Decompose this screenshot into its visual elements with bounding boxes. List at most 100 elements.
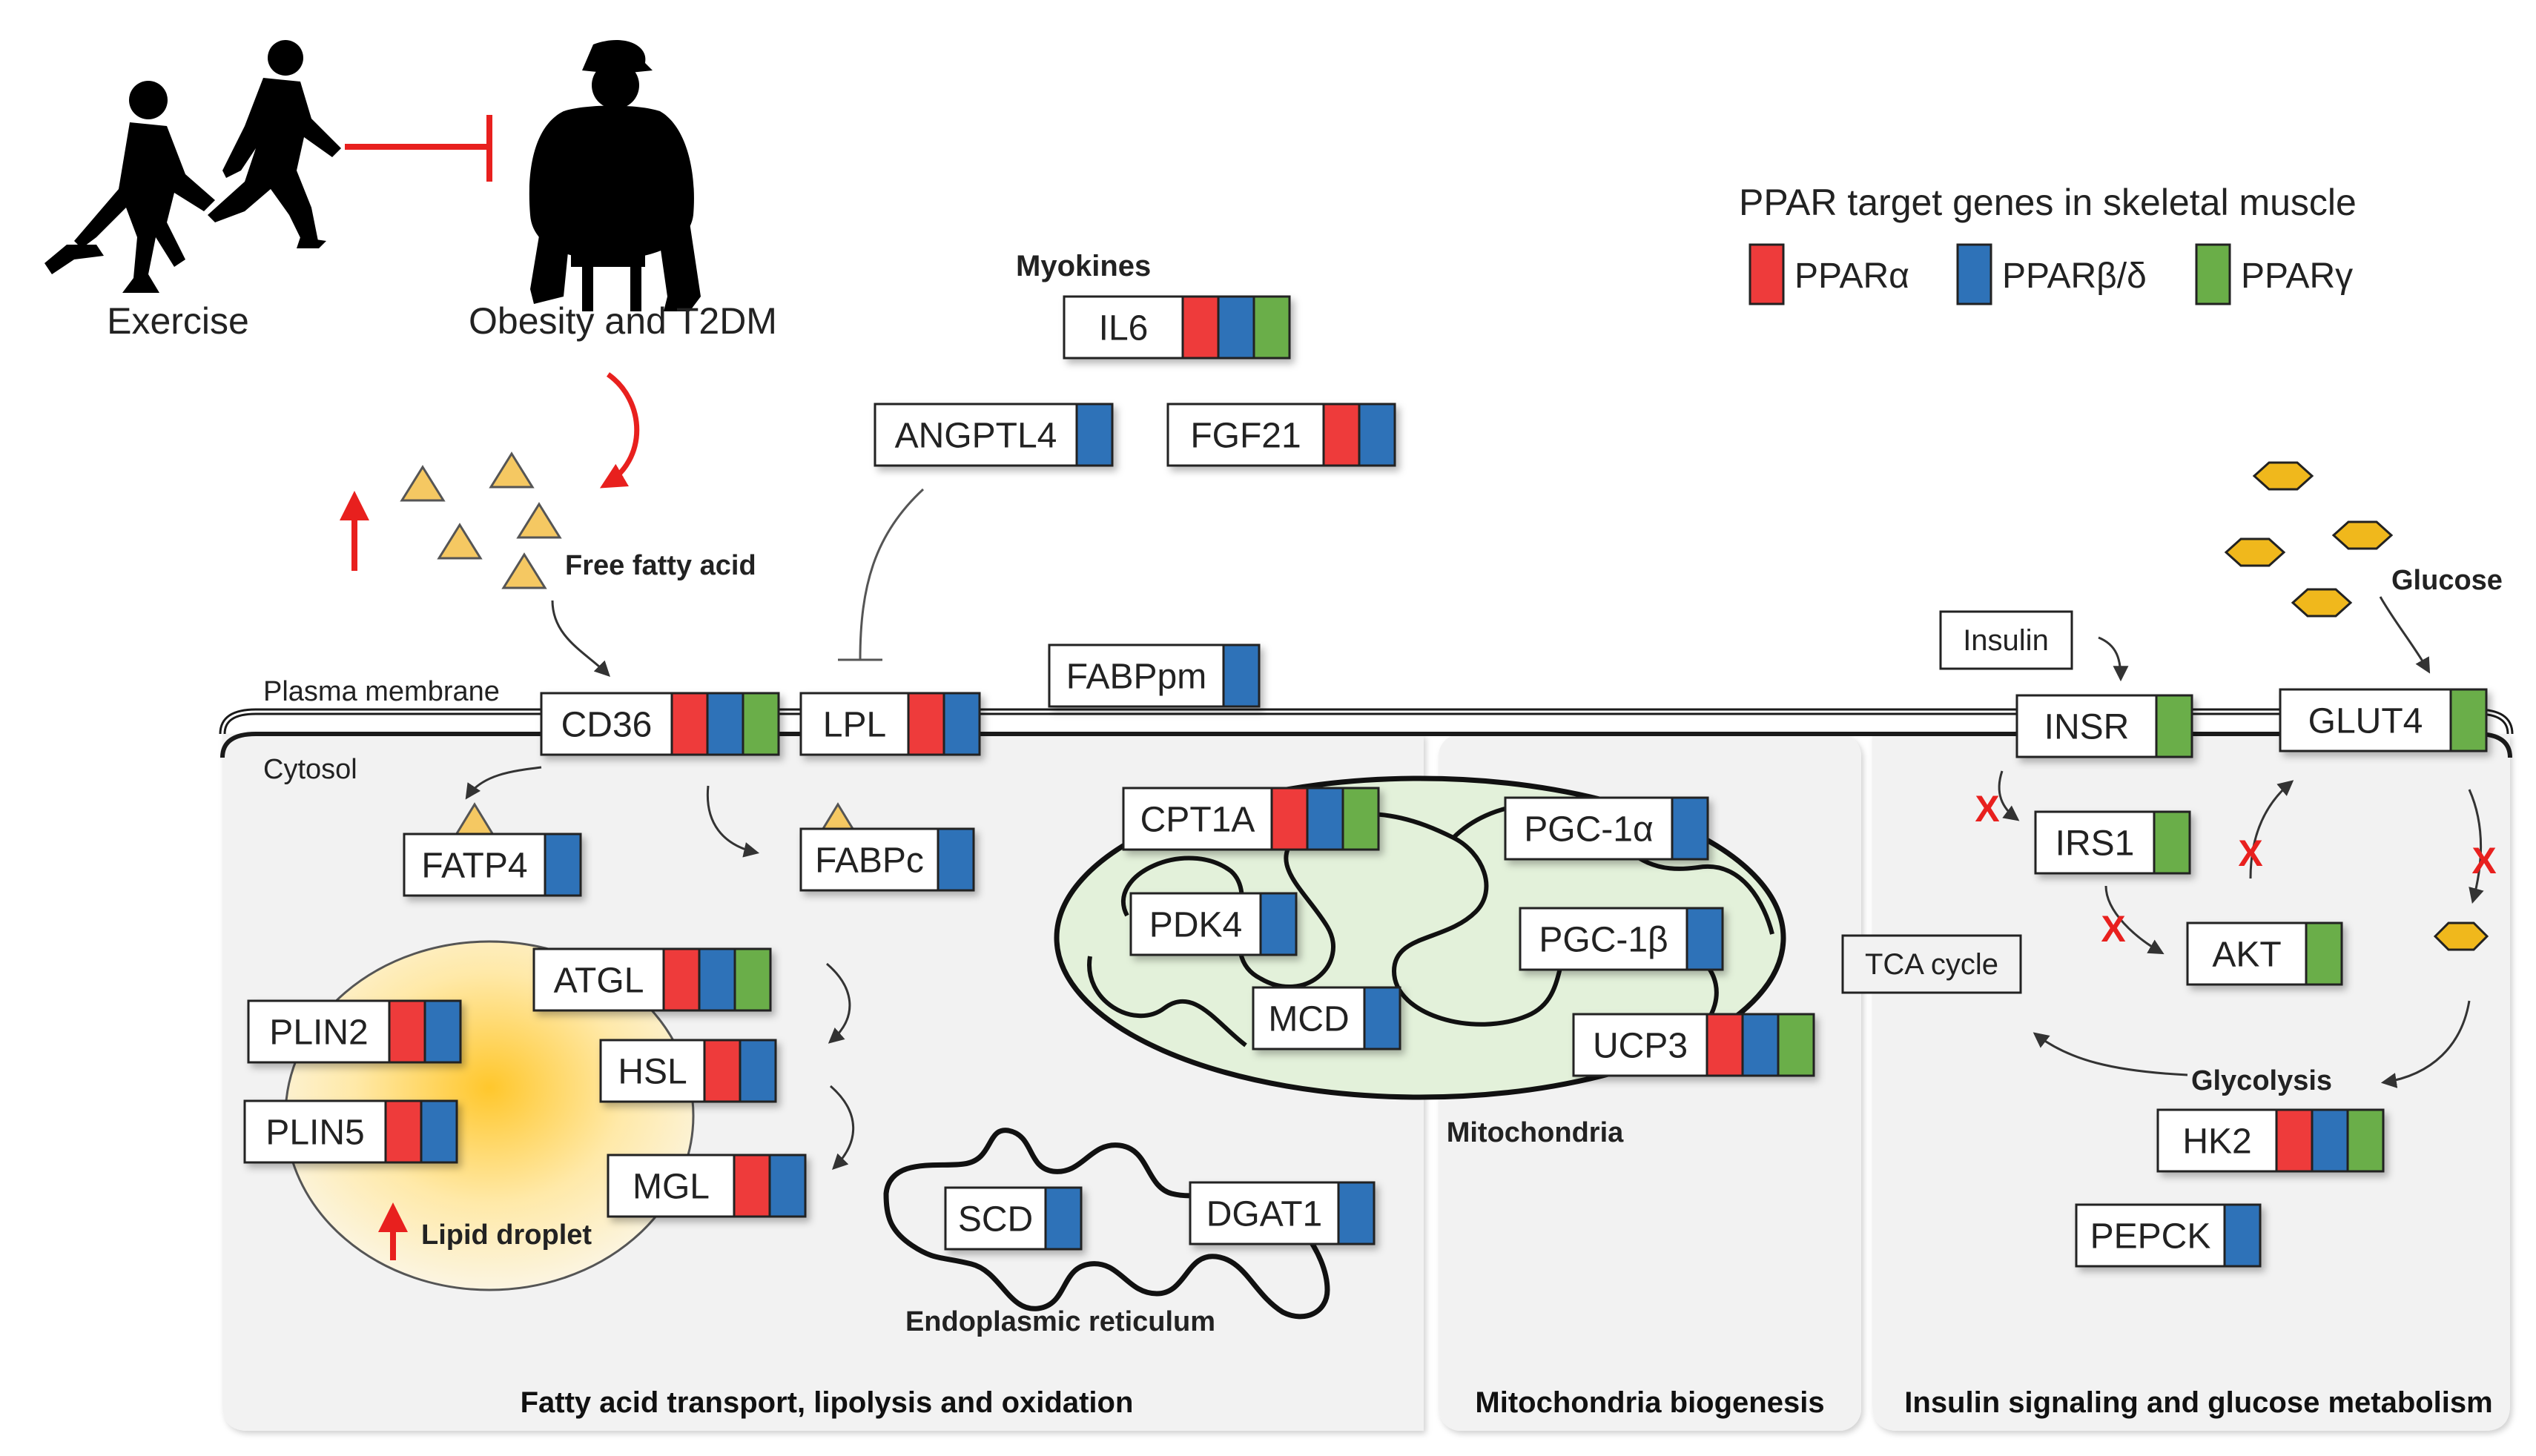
gene-box-frame xyxy=(1189,1181,1340,1245)
gene-box-hk2: HK2 xyxy=(2156,1108,2385,1173)
tca-cycle-label: TCA cycle xyxy=(1865,948,1998,981)
gene-box-frame xyxy=(599,1039,706,1103)
ppar-swatch-beta-delta xyxy=(1222,643,1261,708)
gene-name: PGC-1β xyxy=(1539,921,1668,960)
ppar-swatch-alpha xyxy=(907,692,945,756)
ppar-swatch-gamma xyxy=(2153,810,2191,875)
gene-box-frame xyxy=(1129,892,1262,956)
ppar-swatch-alpha xyxy=(1705,1013,1744,1077)
gene-name: FATP4 xyxy=(421,847,527,886)
gene-name: GLUT4 xyxy=(2308,702,2423,741)
gene-name: INSR xyxy=(2044,708,2130,747)
x-mark-irs1-akt: X xyxy=(2101,908,2125,950)
ppar-swatch-gamma xyxy=(2449,688,2488,752)
gene-box-lpl: LPL xyxy=(799,692,981,756)
ppar-swatch-gamma xyxy=(2346,1108,2385,1173)
glycolysis-label: Glycolysis xyxy=(2191,1065,2332,1096)
gene-name: LPL xyxy=(823,706,886,745)
plasma-membrane xyxy=(219,708,2514,758)
gene-box-scd: SCD xyxy=(944,1186,1083,1251)
obese-person-icon xyxy=(529,40,701,311)
gene-name: HK2 xyxy=(2182,1122,2251,1162)
ppar-swatch-beta-delta xyxy=(706,692,744,756)
ppar-swatch-beta-delta xyxy=(420,1099,458,1164)
ppar-swatch-beta-delta xyxy=(1075,403,1114,467)
ppar-swatch-gamma xyxy=(1252,295,1291,360)
angptl4-inhibition-line xyxy=(859,488,925,661)
endoplasmic-reticulum xyxy=(883,1128,1330,1320)
ppar-swatch-beta-delta xyxy=(698,947,736,1012)
ppar-swatch-beta-delta xyxy=(1671,796,1709,861)
gene-box-akt: AKT xyxy=(2186,921,2343,986)
gene-box-frame xyxy=(2156,1108,2278,1173)
ppar-swatch-beta-delta xyxy=(942,692,981,756)
ppar-swatch-beta-delta xyxy=(739,1039,777,1103)
gene-box-angptl4: ANGPTL4 xyxy=(874,403,1114,467)
gene-box-fabpc: FABPc xyxy=(799,827,975,892)
gene-name: PGC-1α xyxy=(1524,810,1653,850)
x-marks: X X X X xyxy=(1975,788,2496,950)
gene-box-frame xyxy=(243,1099,387,1164)
ppar-swatch-alpha xyxy=(1322,403,1361,467)
gene-box-frame xyxy=(1048,643,1225,708)
gene-name: FABPc xyxy=(815,841,924,881)
ppar-swatch-alpha xyxy=(662,947,701,1012)
ppar-swatch-gamma xyxy=(733,947,772,1012)
insulin-label: Insulin xyxy=(1963,624,2049,657)
gene-box-frame xyxy=(2279,688,2452,752)
panel-title-insulin: Insulin signaling and glucose metabolism xyxy=(1904,1386,2492,1419)
ppar-swatch-beta-delta xyxy=(1685,907,1724,971)
gene-box-frame xyxy=(532,947,665,1012)
gene-box-frame xyxy=(799,692,910,756)
gene-name: UCP3 xyxy=(1593,1027,1688,1066)
ppar-swatch-alpha xyxy=(388,999,426,1064)
legend-swatch-alpha xyxy=(1749,243,1785,305)
gene-box-frame xyxy=(1519,907,1688,971)
x-mark-akt-glut4: X xyxy=(2238,833,2262,874)
gene-box-frame xyxy=(944,1186,1047,1251)
gene-box-atgl: ATGL xyxy=(532,947,772,1012)
ppar-swatch-beta-delta xyxy=(1337,1181,1376,1245)
gene-box-pgc-1alpha: PGC-1α xyxy=(1504,796,1709,861)
gene-box-frame xyxy=(1252,986,1366,1050)
gene-box-dgat1: DGAT1 xyxy=(1189,1181,1376,1245)
obesity-to-ffa-arrow xyxy=(599,372,640,489)
ppar-swatch-beta-delta xyxy=(423,999,462,1064)
gene-name: ANGPTL4 xyxy=(895,417,1057,456)
gene-name: MGL xyxy=(633,1168,710,1207)
gene-box-insr: INSR xyxy=(2015,694,2193,758)
legend-swatch-beta-delta xyxy=(1956,243,1992,305)
ppar-swatch-beta-delta xyxy=(2223,1203,2262,1268)
ppar-swatch-beta-delta xyxy=(544,833,582,897)
gene-box-hsl: HSL xyxy=(599,1039,777,1103)
glucose-hexagons-icon xyxy=(2224,461,2489,951)
gene-box-plin2: PLIN2 xyxy=(247,999,462,1064)
panel-title-mitochondria: Mitochondria biogenesis xyxy=(1475,1386,1824,1419)
legend: PPAR target genes in skeletal muscle PPA… xyxy=(1739,182,2357,305)
gene-box-il6: IL6 xyxy=(1063,295,1291,360)
gene-box-frame xyxy=(607,1154,736,1218)
gene-box-frame xyxy=(1504,796,1674,861)
gene-box-mcd: MCD xyxy=(1252,986,1401,1050)
ppar-swatch-beta-delta xyxy=(1044,1186,1083,1251)
ppar-swatch-beta-delta xyxy=(1306,787,1344,851)
ppar-swatch-alpha xyxy=(1270,787,1309,851)
panel-title-fatty-acid: Fatty acid transport, lipolysis and oxid… xyxy=(521,1386,1134,1419)
ppar-swatch-beta-delta xyxy=(1358,403,1396,467)
gene-name: PDK4 xyxy=(1149,906,1242,945)
ppar-swatch-alpha xyxy=(384,1099,423,1164)
exercise-label: Exercise xyxy=(107,300,249,342)
gene-name: MCD xyxy=(1268,1000,1349,1039)
ppar-swatch-beta-delta xyxy=(1259,892,1298,956)
ppar-swatch-alpha xyxy=(1181,295,1220,360)
ppar-swatch-alpha xyxy=(733,1154,771,1218)
gene-name: CD36 xyxy=(561,706,653,745)
free-fatty-acid-label: Free fatty acid xyxy=(565,550,756,581)
panel-insulin-signaling xyxy=(1872,734,2510,1431)
gene-name: PLIN2 xyxy=(269,1013,368,1053)
gene-name: SCD xyxy=(958,1200,1033,1240)
gene-box-irs1: IRS1 xyxy=(2034,810,2191,875)
glucose-label: Glucose xyxy=(2391,565,2503,596)
gene-box-frame xyxy=(2075,1203,2226,1268)
